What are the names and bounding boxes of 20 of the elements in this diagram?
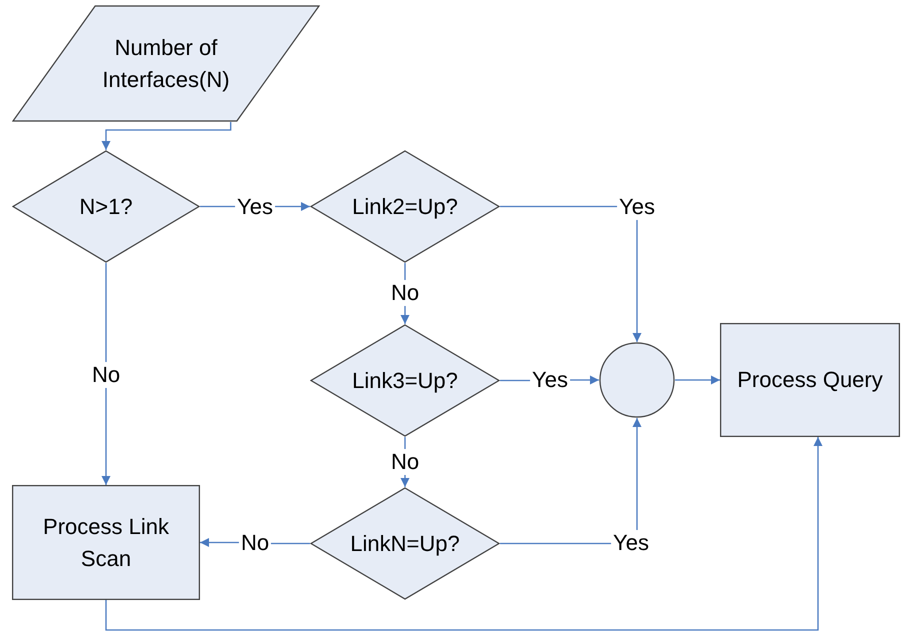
decision-diamond [12, 150, 200, 263]
arrow [675, 376, 720, 384]
node-label: N>1? [79, 192, 133, 220]
node-label: LinkN=Up? [350, 530, 460, 558]
node-label: Process Link Scan [42, 512, 170, 572]
node-label: Link3=Up? [352, 366, 458, 395]
decision-diamond [310, 487, 500, 600]
node-label: Number of Interfaces(N) [101, 34, 231, 94]
node-label: Link2=Up? [352, 192, 458, 221]
arrow [102, 122, 232, 150]
process-box [720, 323, 900, 437]
decision-diamond [310, 150, 500, 263]
input-parallelogram [12, 5, 320, 122]
arrow [102, 263, 110, 485]
decision-diamond [310, 324, 500, 437]
arrow [105, 437, 822, 631]
connector-circle [599, 342, 675, 418]
node-label: Process Query [737, 366, 883, 394]
arrow [500, 206, 642, 342]
process-box [12, 485, 200, 600]
